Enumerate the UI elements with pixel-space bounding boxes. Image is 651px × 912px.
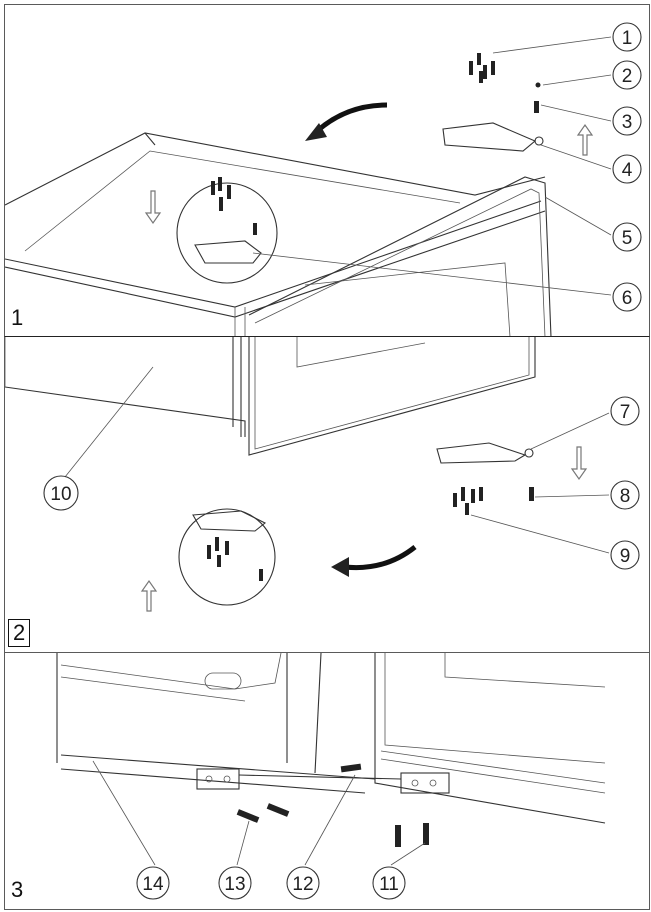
leader-lines: [252, 36, 612, 296]
step-3-illustration: 14 13 12 11: [56, 653, 606, 900]
leader-lines: [64, 366, 610, 554]
callout-8: 8: [610, 480, 640, 510]
rotate-arrow: [344, 545, 417, 571]
callout-2: 2: [612, 60, 642, 90]
down-arrow-outline: [570, 446, 588, 481]
leader-lines: [92, 760, 426, 866]
rotate-arrow: [313, 102, 388, 135]
svg-text:4: 4: [622, 160, 633, 181]
hinge-part: [442, 122, 537, 152]
step-3-panel: 14 13 12 11 3: [4, 652, 650, 910]
up-arrow-outline: [576, 123, 594, 156]
svg-text:9: 9: [620, 546, 631, 567]
svg-text:3: 3: [622, 112, 633, 133]
fridge-top-surface: [5, 132, 546, 337]
callout-7: 7: [610, 396, 640, 426]
svg-text:2: 2: [622, 66, 633, 87]
step-number: 2: [8, 619, 31, 647]
screws-group: [469, 53, 541, 113]
svg-text:14: 14: [142, 874, 164, 895]
step-number: 1: [11, 305, 24, 330]
step-2-panel: 7 8 9 10 2: [4, 336, 650, 654]
callout-11: 11: [372, 866, 406, 900]
svg-text:8: 8: [620, 486, 631, 507]
step-number: 3: [11, 877, 24, 902]
rotate-arrowhead: [331, 557, 349, 577]
step-2-illustration: 7 8 9 10: [5, 337, 640, 612]
rotate-arrowhead: [305, 123, 327, 141]
callout-14: 14: [136, 866, 170, 900]
callout-9: 9: [610, 540, 640, 570]
svg-text:7: 7: [620, 402, 631, 423]
screws-group: [453, 487, 534, 515]
down-arrow-outline: [144, 190, 162, 225]
callout-1: 1: [612, 22, 642, 52]
callout-5: 5: [612, 222, 642, 252]
door-outline: [248, 176, 552, 337]
callout-4: 4: [612, 154, 642, 184]
svg-text:12: 12: [292, 874, 313, 895]
fridge-body: [5, 337, 536, 456]
callout-3: 3: [612, 106, 642, 136]
svg-text:5: 5: [622, 228, 633, 249]
svg-text:1: 1: [622, 28, 633, 49]
screws-group: [236, 763, 429, 847]
svg-text:11: 11: [379, 874, 399, 895]
up-arrow-outline: [140, 579, 158, 612]
svg-text:6: 6: [622, 288, 633, 309]
hinge-bracket: [196, 768, 450, 794]
fridge-bottom-view: [56, 653, 606, 824]
svg-text:10: 10: [50, 484, 71, 505]
hinge-part: [436, 442, 527, 464]
step-1-panel: 1 2 3 4 5 6 1: [4, 4, 650, 338]
callout-13: 13: [218, 866, 252, 900]
detail-circle: [176, 177, 278, 284]
detail-circle: [178, 508, 276, 606]
callout-6: 6: [612, 282, 642, 312]
callout-12: 12: [286, 866, 320, 900]
svg-text:13: 13: [224, 874, 245, 895]
step-1-illustration: 1 2 3 4 5 6: [5, 22, 642, 337]
callout-10: 10: [43, 475, 79, 511]
